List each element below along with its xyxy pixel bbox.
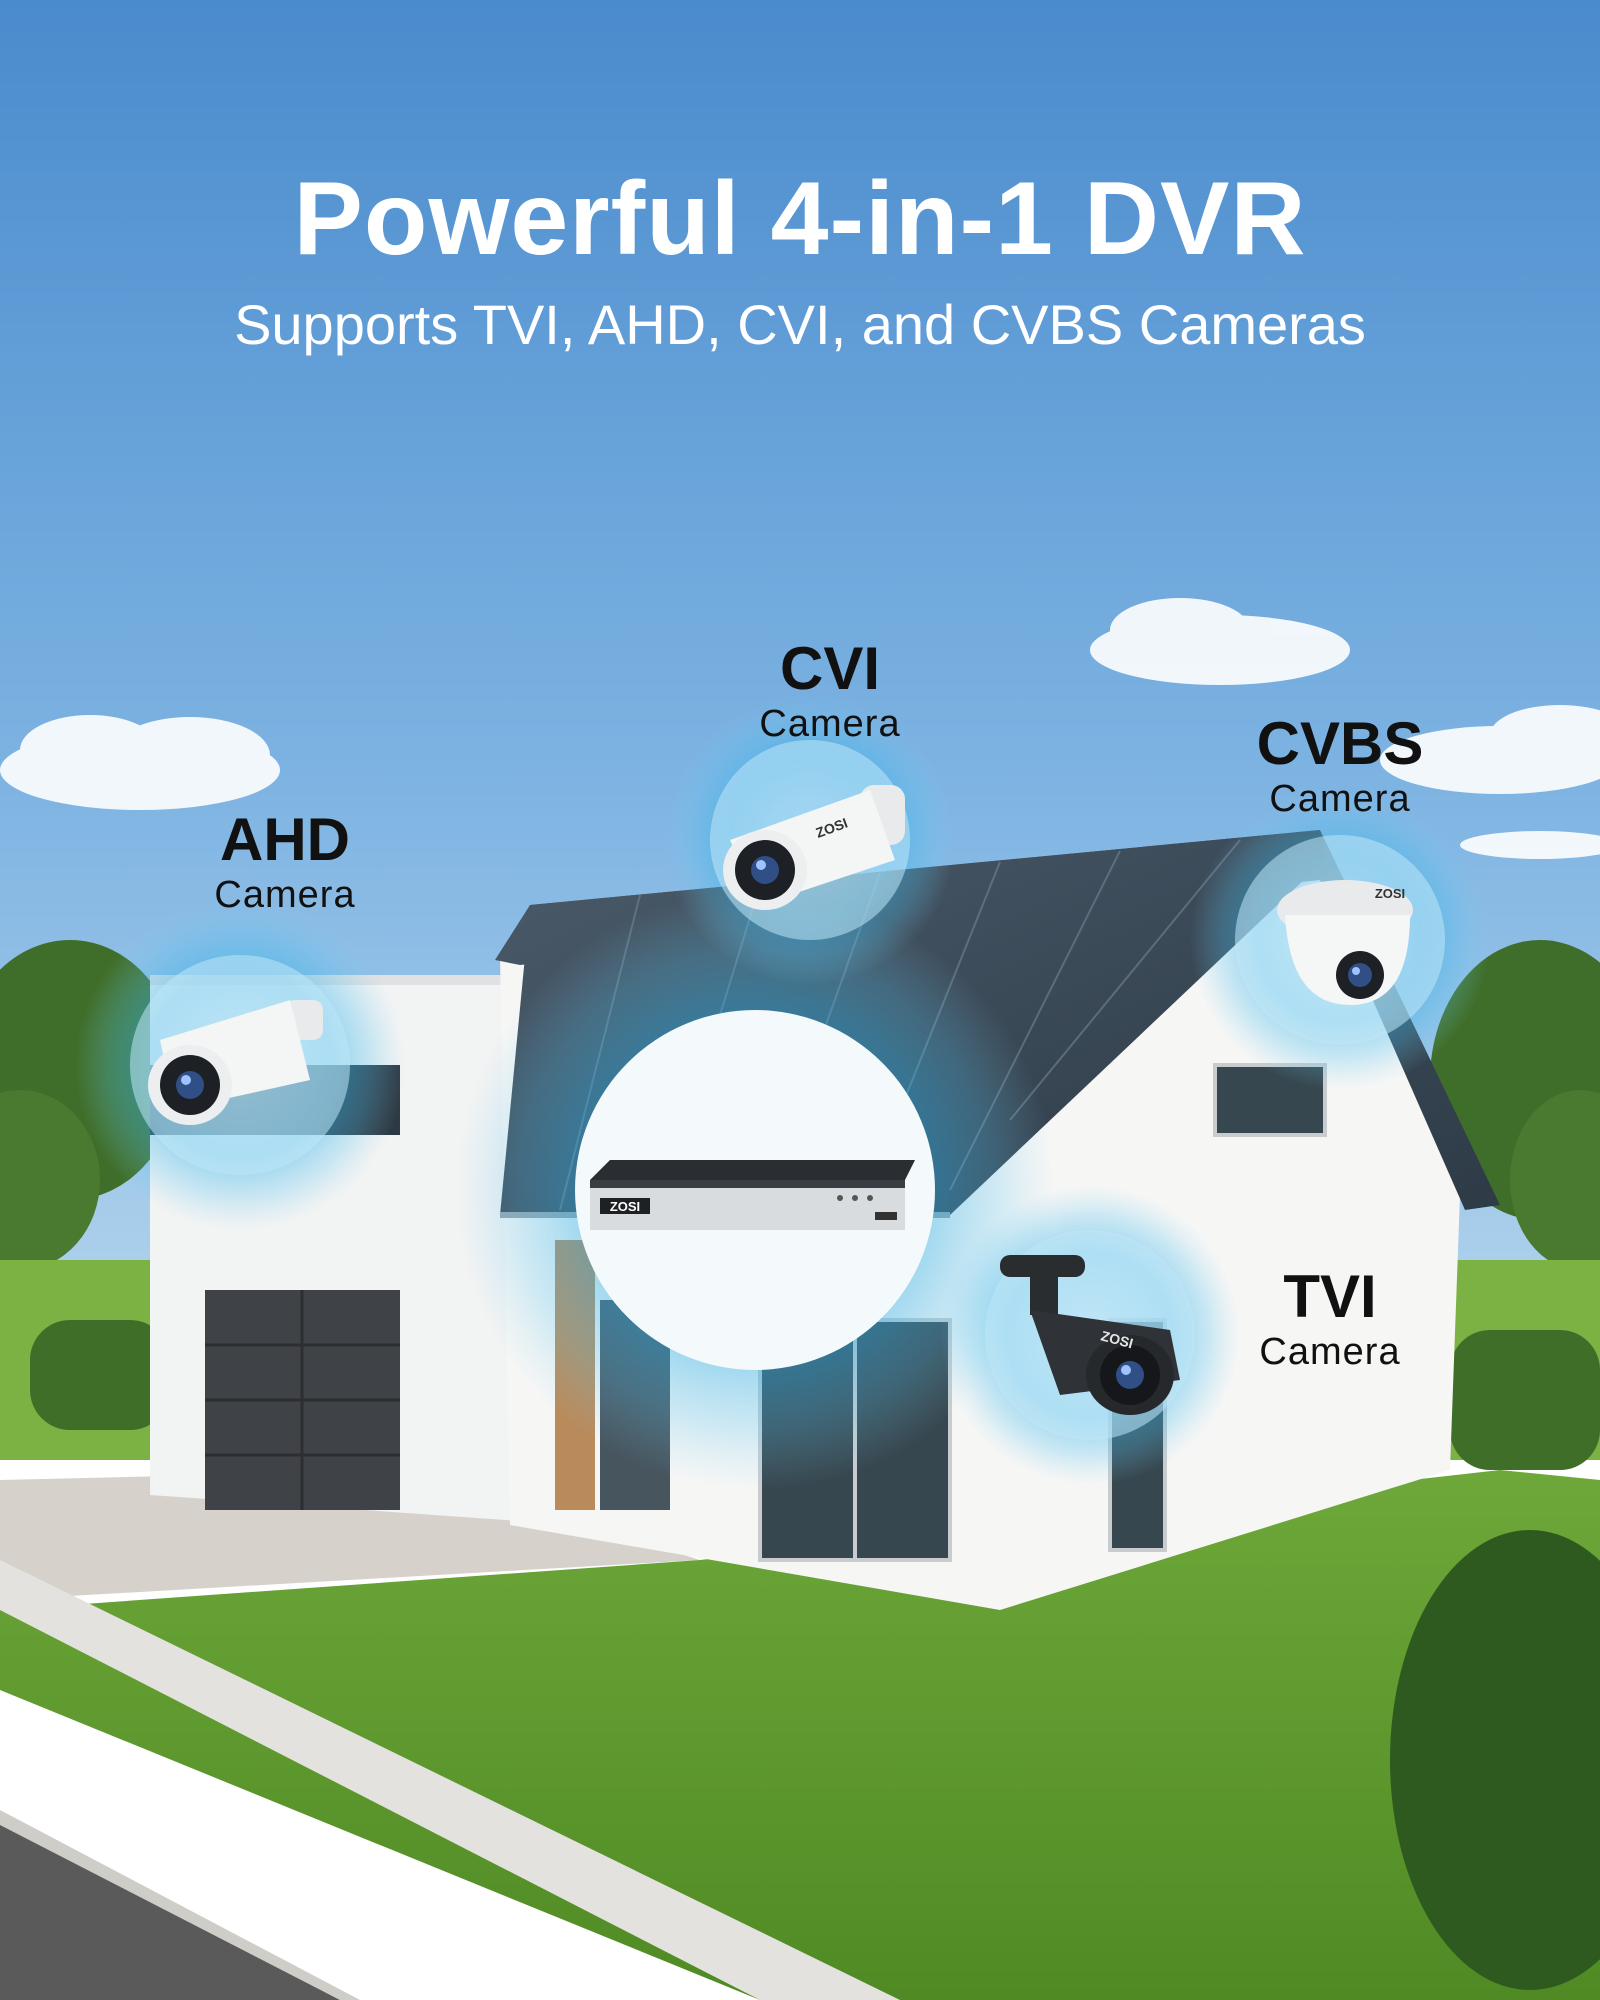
driveway bbox=[0, 1470, 700, 1600]
ahd-camera-label: AHD Camera bbox=[185, 808, 385, 918]
camera-type: CVI bbox=[779, 635, 881, 702]
tvi-bullet-camera-icon: ZOSI bbox=[1000, 1255, 1180, 1415]
page-subtitle: Supports TVI, AHD, CVI, and CVBS Cameras bbox=[234, 293, 1366, 356]
cvi-bullet-camera-icon: ZOSI bbox=[723, 785, 905, 910]
page-title: Powerful 4-in-1 DVR bbox=[293, 161, 1307, 277]
front-bush bbox=[1390, 1530, 1600, 1990]
cvi-camera-label: CVI Camera bbox=[730, 637, 930, 747]
tvi-camera-label: TVI Camera bbox=[1225, 1265, 1435, 1375]
camera-type: CVBS bbox=[1256, 710, 1424, 777]
hedges bbox=[30, 1320, 1600, 1470]
curb bbox=[0, 1810, 360, 2000]
camera-kind: Camera bbox=[759, 703, 901, 745]
front-lawn bbox=[0, 1470, 1600, 2000]
camera-type: TVI bbox=[1283, 1263, 1377, 1330]
cvbs-dome-camera-icon: ZOSI bbox=[1277, 880, 1413, 1005]
camera-kind: Camera bbox=[1259, 1331, 1401, 1373]
dvr-recorder-icon: ZOSI bbox=[590, 1160, 915, 1230]
clouds bbox=[0, 598, 1600, 859]
sidewalk bbox=[0, 1560, 900, 2000]
svg-text:ZOSI: ZOSI bbox=[610, 1199, 640, 1214]
ahd-bullet-camera-icon bbox=[148, 1000, 323, 1125]
cvbs-camera-label: CVBS Camera bbox=[1230, 712, 1450, 822]
camera-kind: Camera bbox=[214, 874, 356, 916]
svg-text:ZOSI: ZOSI bbox=[1375, 886, 1405, 901]
camera-type: AHD bbox=[220, 806, 350, 873]
camera-kind: Camera bbox=[1269, 778, 1411, 820]
